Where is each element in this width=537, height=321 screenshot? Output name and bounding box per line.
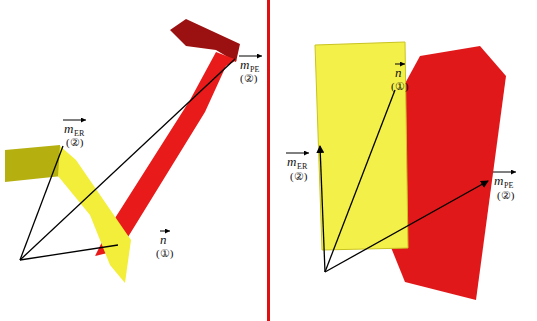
vector-accent [63,120,86,121]
vector-symbol: m [287,155,296,168]
vector-symbol: n [160,233,167,246]
vector-accent [160,231,170,232]
vector-line [325,90,395,272]
vector-symbol: m [240,58,249,71]
vector-accent [239,56,262,57]
callout-number: (①) [156,248,173,259]
callout-number: (②) [66,137,83,148]
callout-number: (②) [240,73,257,84]
panel-divider [267,0,270,321]
vector-accent [286,153,309,154]
yellow-surface [315,42,408,250]
callout-number: (②) [290,171,307,182]
yellow-surface-flag [5,145,62,182]
vector-subscript: PE [504,182,513,190]
vector-arrow [320,146,325,272]
vector-line [20,59,235,260]
vector-symbol: n [395,66,402,79]
vector-subscript: ER [297,163,307,171]
vector-accent [395,64,405,65]
vector-accent [493,172,516,173]
callout-number: (①) [391,81,408,92]
red-surface-top [170,19,240,62]
vector-symbol: m [494,174,503,187]
vector-arrow [325,181,488,272]
vector-line [20,245,118,260]
callout-number: (②) [497,190,514,201]
vector-symbol: m [64,122,73,135]
vector-line [20,146,63,260]
